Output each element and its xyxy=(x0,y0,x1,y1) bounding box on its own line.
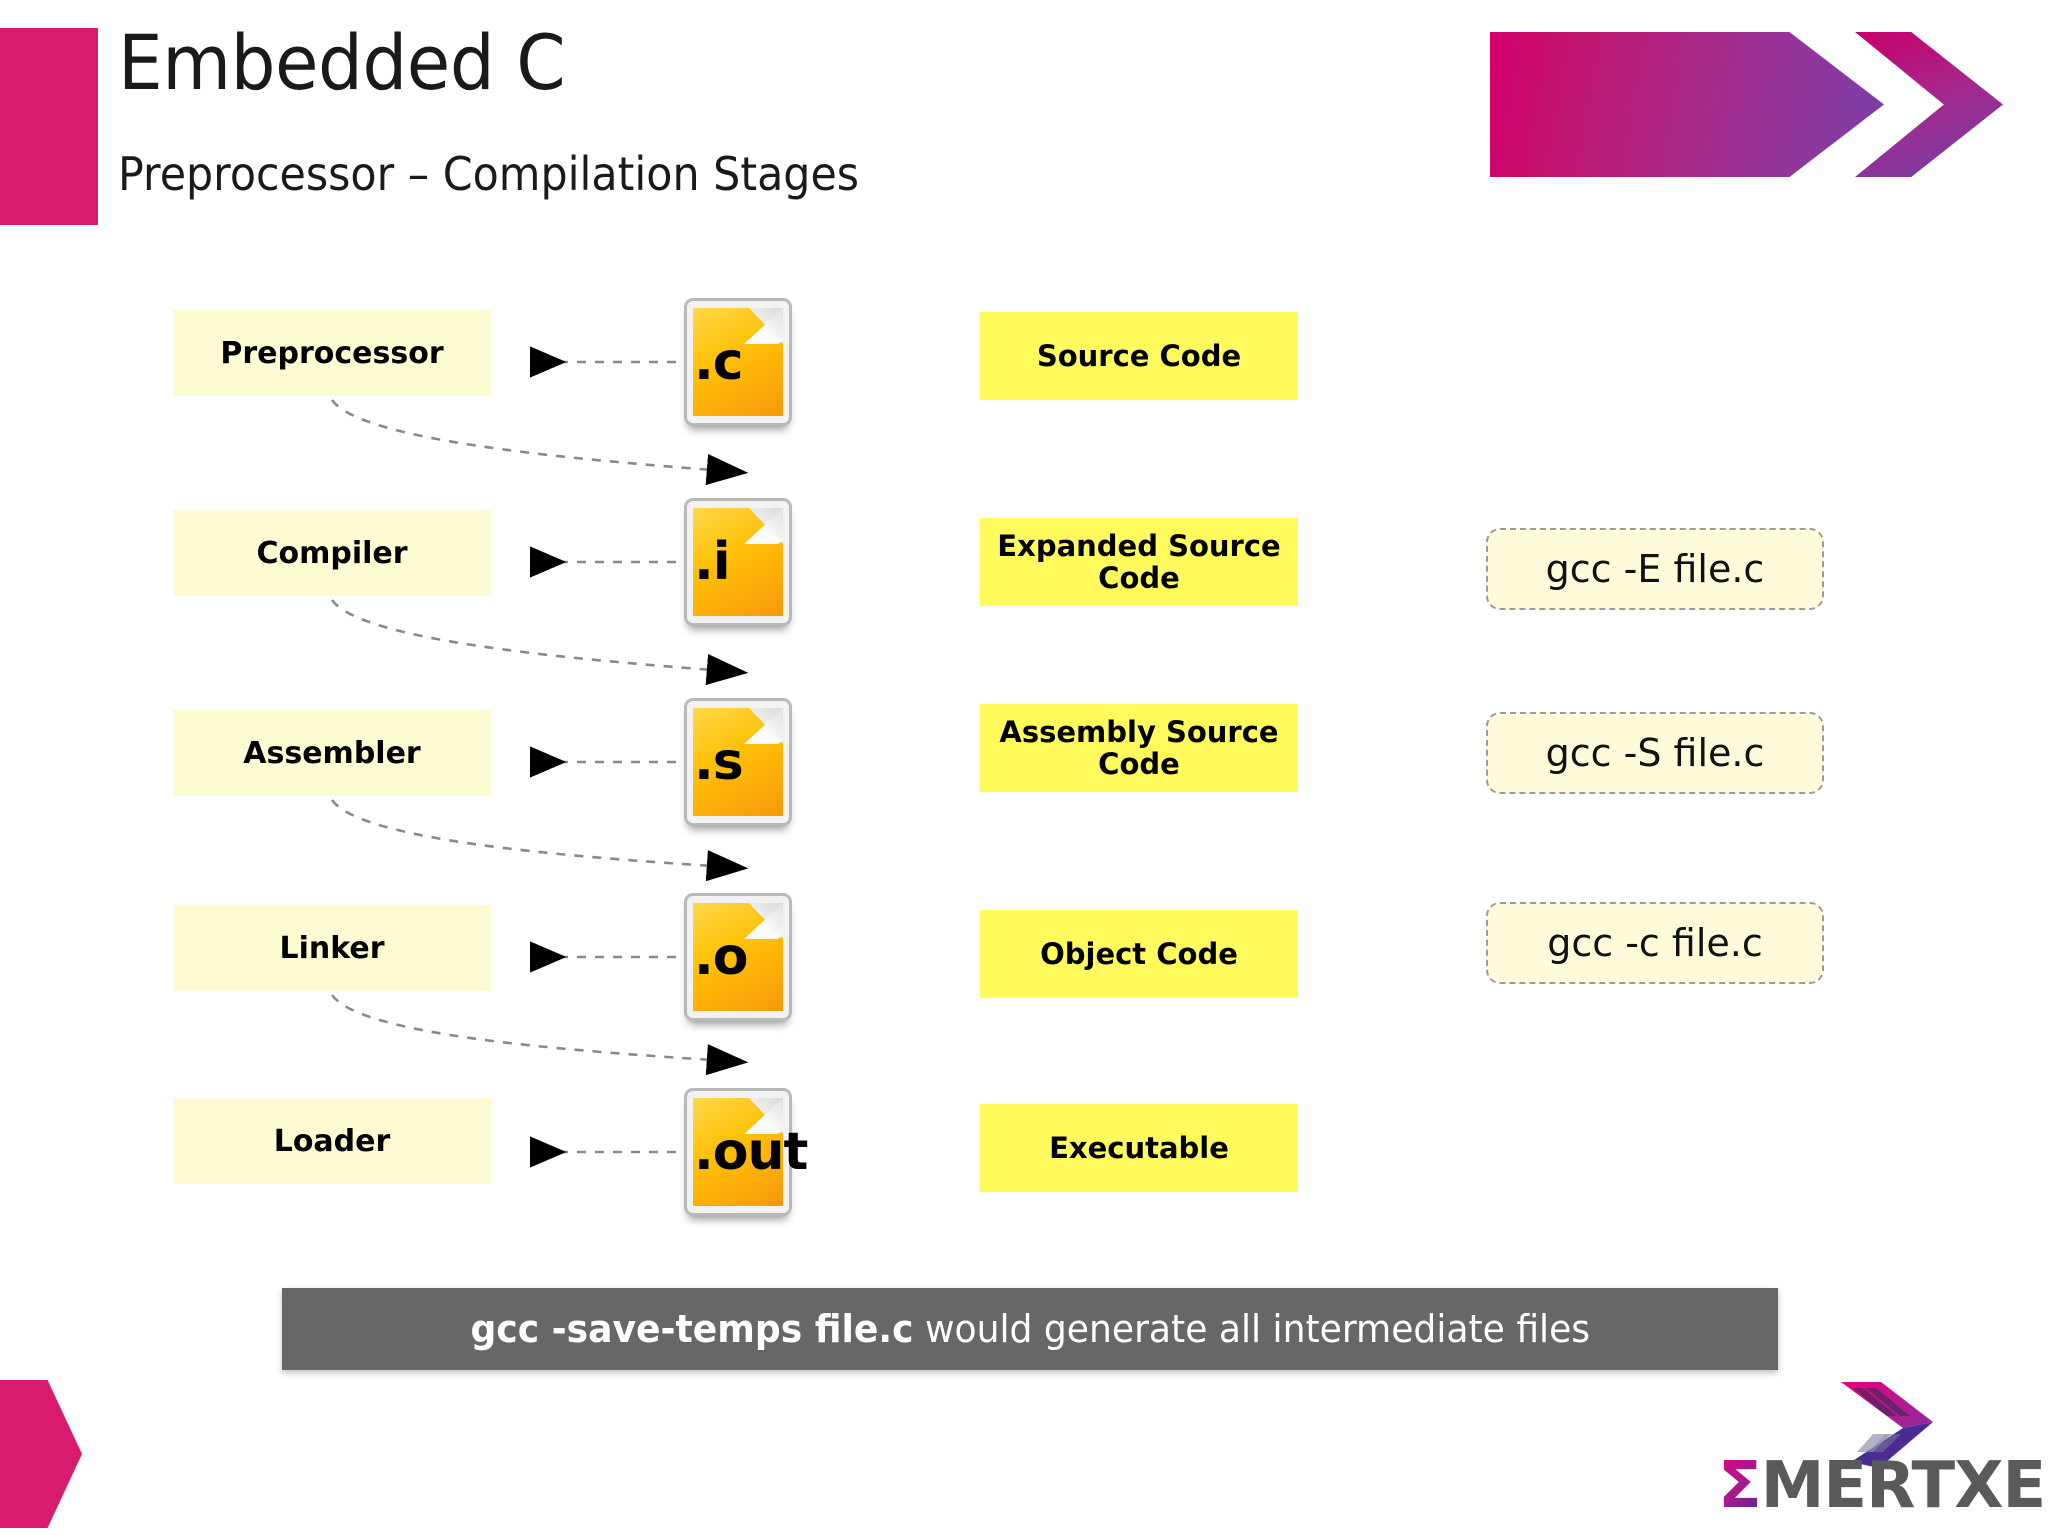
logo-chevron-icon xyxy=(1841,1382,1933,1468)
stage-box-linker[interactable]: Linker xyxy=(173,905,491,991)
header-accent-bar xyxy=(0,28,98,225)
page-title: Embedded C xyxy=(118,18,566,107)
artifact-label: Expanded Source Code xyxy=(997,528,1281,595)
stage-label: Compiler xyxy=(256,535,408,571)
command-label: gcc -S file.c xyxy=(1545,731,1765,775)
command-label: gcc -E file.c xyxy=(1545,547,1765,591)
stage-label: Loader xyxy=(273,1123,391,1159)
artifact-label: Object Code xyxy=(1040,936,1238,971)
file-extension-label: .s xyxy=(694,732,744,792)
stage-label: Preprocessor xyxy=(220,335,444,371)
stage-box-assembler[interactable]: Assembler xyxy=(173,710,491,796)
command-label: gcc -c file.c xyxy=(1547,921,1763,965)
logo-wordmark: ΣMERTXE xyxy=(1718,1454,2046,1518)
artifact-box-expanded-source-code: Expanded Source Code xyxy=(980,518,1298,606)
file-icon-out: .out xyxy=(684,1088,808,1216)
footer-note-banner: gcc -save-temps file.c would generate al… xyxy=(282,1288,1778,1370)
file-icon-o: .o xyxy=(684,893,792,1021)
artifact-label: Source Code xyxy=(1036,338,1242,373)
command-box-gcc-s[interactable]: gcc -S file.c xyxy=(1486,712,1824,794)
artifact-box-executable: Executable xyxy=(980,1104,1298,1192)
stage-box-loader[interactable]: Loader xyxy=(173,1098,491,1184)
artifact-box-source-code: Source Code xyxy=(980,312,1298,400)
command-box-gcc-c[interactable]: gcc -c file.c xyxy=(1486,902,1824,984)
logo-sigma: Σ xyxy=(1718,1449,1762,1523)
file-icon-s: .s xyxy=(684,698,792,826)
page-subtitle: Preprocessor – Compilation Stages xyxy=(118,147,860,201)
emertxe-logo: ΣMERTXE xyxy=(1718,1382,2046,1532)
stage-label: Assembler xyxy=(243,735,421,771)
artifact-label: Executable xyxy=(1049,1130,1229,1165)
logo-word-text: MERTXE xyxy=(1760,1449,2047,1523)
footer-note-command: gcc -save-temps file.c xyxy=(470,1307,914,1351)
header-banner-arrow xyxy=(1490,32,1884,177)
file-extension-label: .c xyxy=(694,332,744,392)
file-icon-c: .c xyxy=(684,298,792,426)
footer-note-rest: would generate all intermediate files xyxy=(913,1307,1590,1351)
command-box-gcc-e[interactable]: gcc -E file.c xyxy=(1486,528,1824,610)
footer-note-text: gcc -save-temps file.c would generate al… xyxy=(470,1307,1590,1351)
stage-box-compiler[interactable]: Compiler xyxy=(173,510,491,596)
stage-label: Linker xyxy=(279,930,385,966)
file-extension-label: .i xyxy=(694,532,731,592)
artifact-box-object-code: Object Code xyxy=(980,910,1298,998)
file-extension-label: .out xyxy=(694,1122,808,1182)
artifact-label: Assembly Source Code xyxy=(999,714,1279,781)
footer-accent-arrow xyxy=(0,1380,82,1528)
stage-box-preprocessor[interactable]: Preprocessor xyxy=(173,310,491,396)
artifact-box-assembly-source-code: Assembly Source Code xyxy=(980,704,1298,792)
file-extension-label: .o xyxy=(694,927,748,987)
file-icon-i: .i xyxy=(684,498,792,626)
